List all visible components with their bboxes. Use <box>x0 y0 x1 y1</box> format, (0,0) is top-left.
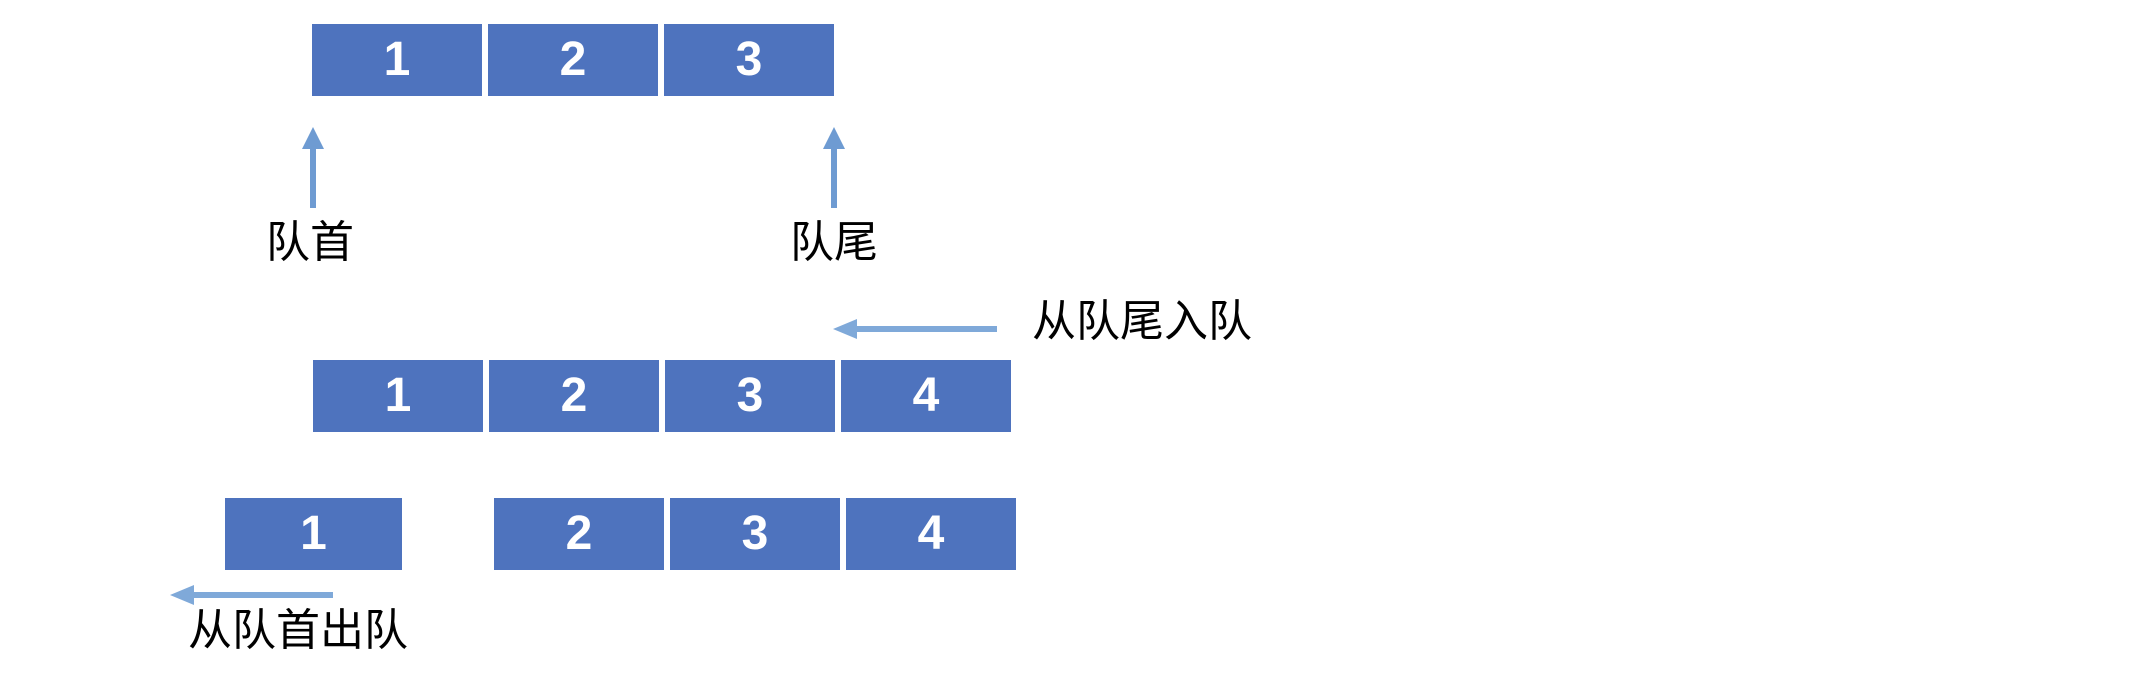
arrow-head <box>823 127 845 149</box>
arrow-head <box>170 585 194 605</box>
dequeued-item-cell: 1 <box>225 498 402 570</box>
arrow-shaft <box>190 592 333 598</box>
dequeue-label: 从队首出队 <box>188 606 408 655</box>
queue-cell: 1 <box>312 24 482 96</box>
front-pointer-arrow-icon <box>302 127 324 208</box>
queue-cell: 1 <box>313 360 483 432</box>
queue-cell: 3 <box>665 360 835 432</box>
queue-row-after-enqueue: 1 2 3 4 <box>313 360 1011 432</box>
arrow-shaft <box>310 149 316 208</box>
arrow-shaft <box>853 326 997 332</box>
queue-row-after-dequeue: 2 3 4 <box>494 498 1016 570</box>
queue-cell: 4 <box>846 498 1016 570</box>
queue-cell: 4 <box>841 360 1011 432</box>
arrow-head <box>302 127 324 149</box>
enqueue-arrow-icon <box>833 319 997 339</box>
queue-cell: 2 <box>494 498 664 570</box>
rear-label: 队尾 <box>790 218 878 267</box>
dequeue-arrow-icon <box>170 585 333 605</box>
enqueue-label: 从队尾入队 <box>1032 297 1252 346</box>
arrow-shaft <box>831 149 837 208</box>
queue-cell: 3 <box>670 498 840 570</box>
queue-cell: 3 <box>664 24 834 96</box>
front-label: 队首 <box>266 218 354 267</box>
queue-cell: 2 <box>488 24 658 96</box>
rear-pointer-arrow-icon <box>823 127 845 208</box>
arrow-head <box>833 319 857 339</box>
queue-cell: 2 <box>489 360 659 432</box>
queue-row-initial: 1 2 3 <box>312 24 834 96</box>
